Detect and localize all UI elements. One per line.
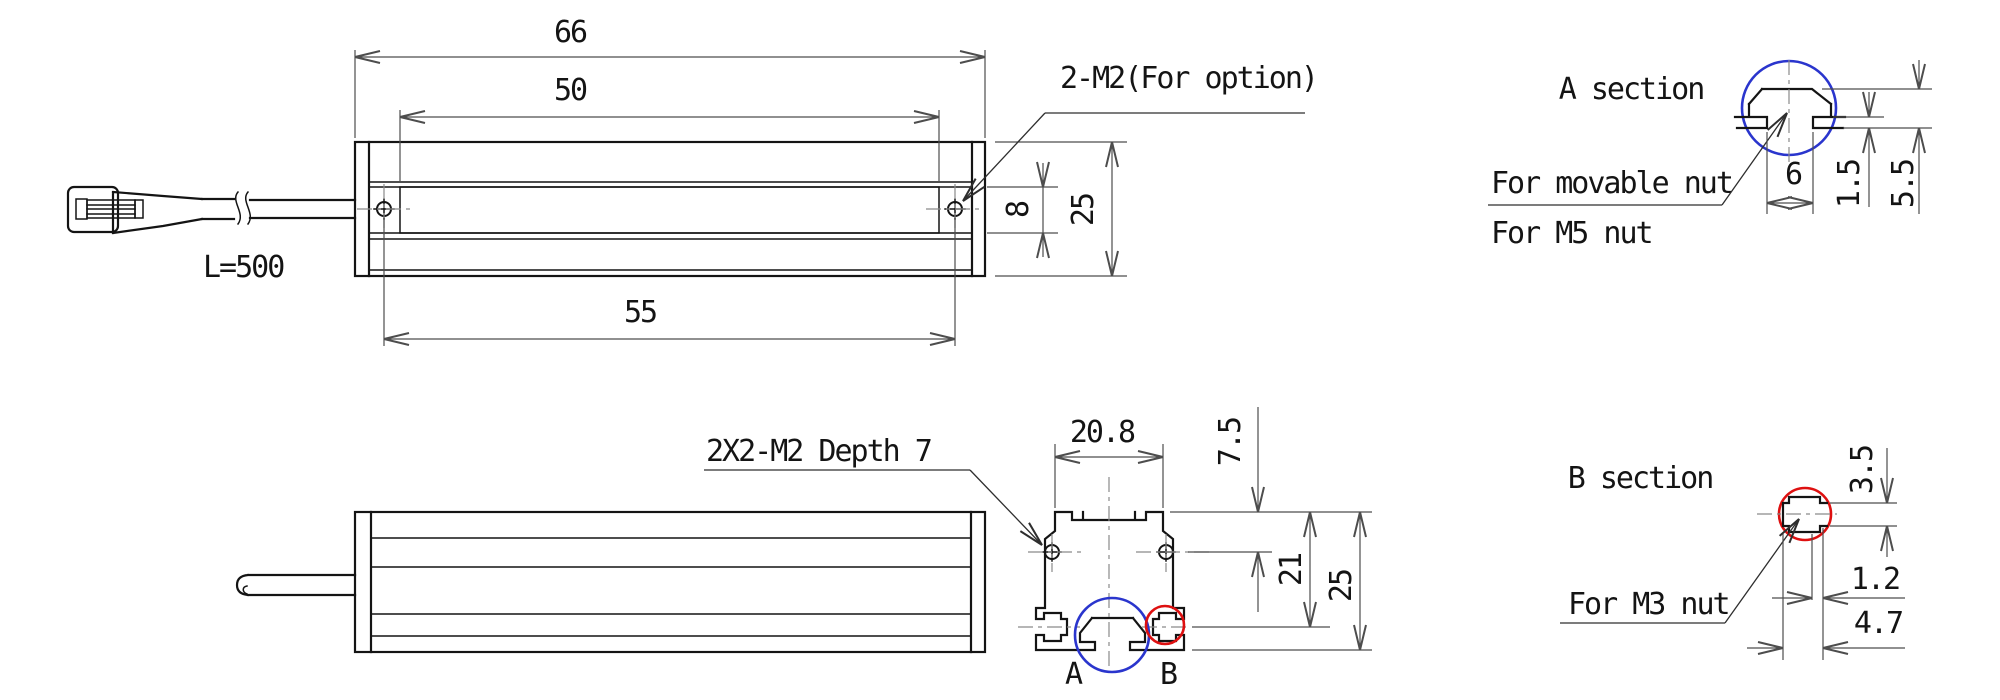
dimension-window-length: 50 (399, 73, 940, 181)
dim-overall-length: 66 (554, 15, 587, 50)
dimension-groove-center: 21 (1192, 511, 1330, 628)
detail-a-circle (1073, 596, 1151, 674)
dimension-window-height: 8 (987, 161, 1058, 259)
dim-overall-height: 25 (1324, 570, 1359, 602)
cable-tip-icon (242, 585, 248, 595)
detail-a-view: A section For movable nut For M5 nut 6 1… (1488, 59, 1932, 251)
detail-b-label: B (1160, 657, 1177, 692)
dimension-groove-depth: 5.5 (1822, 60, 1932, 214)
detail-b-view: B section For M3 nut 3.5 1.2 4.7 (1560, 446, 1905, 660)
m5-nut-note: For M5 nut (1491, 216, 1652, 251)
dim-screw-pitch: 55 (624, 295, 656, 330)
light-bar-body-side (353, 140, 987, 278)
cable-length-note: L=500 (203, 250, 284, 285)
dimension-overall-length: 66 (354, 15, 986, 138)
extrusion-profile (1034, 510, 1186, 652)
cable-line (235, 573, 357, 597)
light-bar-body-bottom (353, 510, 987, 654)
detail-a-label: A (1065, 657, 1083, 692)
centerline (1018, 477, 1213, 668)
detail-a-profile (1733, 87, 1847, 130)
dim-window-height: 8 (1001, 201, 1036, 218)
dim-groove-center: 21 (1274, 553, 1309, 586)
cable-line (200, 197, 357, 221)
side-view: 66 50 55 8 25 (66, 15, 1319, 346)
dim-window-length: 50 (554, 73, 587, 108)
dimension-overall-height: 25 (1192, 511, 1372, 651)
dim-lip-thickness: 1.5 (1832, 160, 1867, 208)
m3-nut-note: For M3 nut (1568, 587, 1729, 622)
dimension-top-width: 20.8 (1054, 415, 1164, 508)
option-screw-note: 2-M2(For option) (1060, 61, 1317, 96)
movable-nut-note: For movable nut (1491, 166, 1732, 201)
m3-nut-callout: For M3 nut (1560, 518, 1800, 624)
dimension-screw-pitch: 55 (383, 218, 956, 346)
bottom-view: 2X2-M2 Depth 7 (235, 434, 1043, 654)
dimension-lip-thickness: 1.5 (1832, 91, 1932, 208)
detail-a-title: A section (1559, 72, 1704, 107)
dim-neck-width: 1.2 (1851, 562, 1899, 597)
dimension-slot-depth: 4.7 (1747, 534, 1905, 660)
nut-groove-callout: For movable nut For M5 nut (1488, 112, 1788, 251)
dim-cavity-height: 3.5 (1845, 446, 1880, 494)
dimension-body-height: 25 (995, 141, 1127, 277)
mount-screw-note: 2X2-M2 Depth 7 (706, 434, 931, 469)
dim-top-width: 20.8 (1070, 415, 1135, 450)
cable-break-icon (235, 190, 251, 226)
dim-groove-mouth: 6 (1785, 157, 1802, 192)
dimension-groove-mouth: 6 (1766, 132, 1814, 214)
dimension-neck-width: 1.2 (1772, 528, 1905, 660)
dimension-cavity-height: 3.5 (1830, 446, 1897, 557)
end-section-view: A B 20.8 7.5 21 25 (1018, 407, 1372, 692)
detail-b-profile (1781, 495, 1829, 534)
centerline (357, 184, 983, 235)
cable-connector-icon (66, 185, 204, 235)
detail-b-circle (1144, 604, 1186, 646)
dim-body-height: 25 (1066, 194, 1101, 226)
dim-groove-depth: 5.5 (1886, 160, 1921, 208)
emitting-window (399, 186, 940, 234)
dim-screw-offset: 7.5 (1213, 418, 1248, 466)
option-screw-callout: 2-M2(For option) (962, 61, 1319, 202)
mount-screw-callout: 2X2-M2 Depth 7 (704, 434, 1043, 546)
dimension-screw-offset: 7.5 (1170, 407, 1372, 612)
detail-b-title: B section (1568, 461, 1713, 496)
dim-slot-depth: 4.7 (1854, 606, 1902, 641)
